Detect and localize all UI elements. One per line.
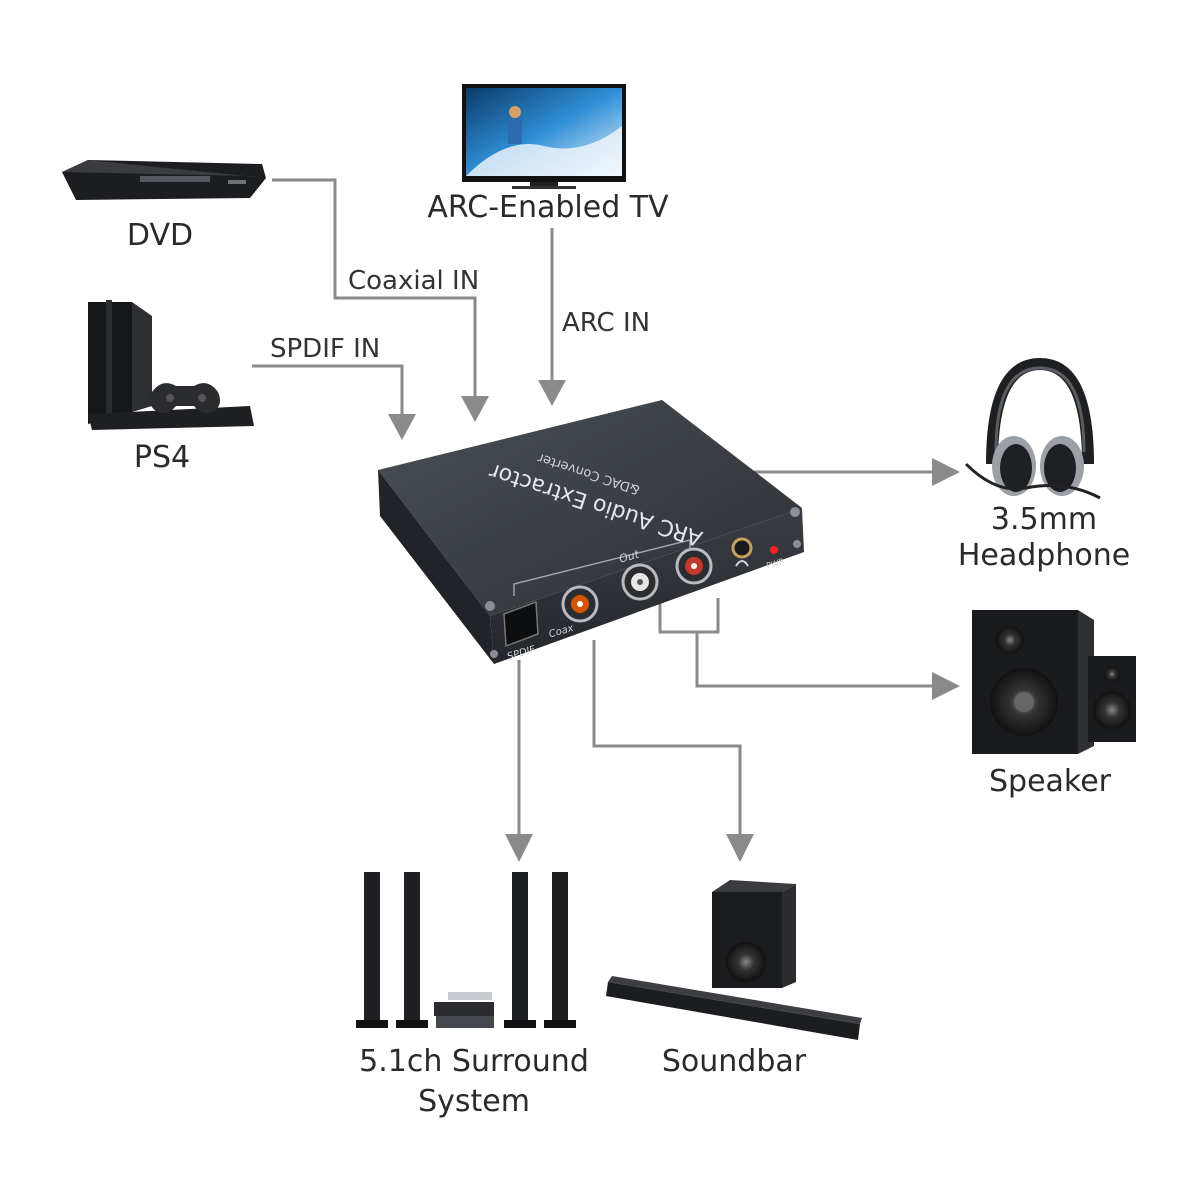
tv-label: ARC-Enabled TV xyxy=(427,190,669,225)
soundbar-label: Soundbar xyxy=(661,1044,807,1079)
coaxial-in-label: Coaxial IN xyxy=(348,266,480,296)
arrow-surround-out xyxy=(505,660,533,862)
headphone-label-line2: Headphone xyxy=(957,538,1131,573)
speaker-label: Speaker xyxy=(988,764,1112,799)
tv-image xyxy=(462,84,626,189)
arc-in-label: ARC IN xyxy=(562,308,651,338)
headphone-image xyxy=(964,357,1101,500)
arrow-soundbar-out xyxy=(592,640,754,862)
headphone-label-line1: 3.5mm xyxy=(990,502,1098,537)
arrow-spdif-in xyxy=(252,364,416,440)
dvd-label: DVD xyxy=(126,218,194,253)
soundbar-image xyxy=(606,880,862,1040)
surround-system-image xyxy=(356,872,576,1028)
arc-extractor-device xyxy=(378,400,804,664)
surround-label-line1: 5.1ch Surround xyxy=(359,1044,589,1079)
surround-label-line2: System xyxy=(418,1084,530,1119)
extractor-out-label: Out xyxy=(618,547,641,565)
spdif-in-label: SPDIF IN xyxy=(270,334,381,364)
ps4-image xyxy=(88,300,254,430)
dvd-player-image xyxy=(62,160,266,200)
arrow-arc-in xyxy=(538,228,566,406)
arrow-speaker-out xyxy=(658,598,960,700)
speaker-image xyxy=(972,610,1136,754)
arrow-coaxial-in xyxy=(272,178,489,422)
ps4-label: PS4 xyxy=(133,440,191,475)
